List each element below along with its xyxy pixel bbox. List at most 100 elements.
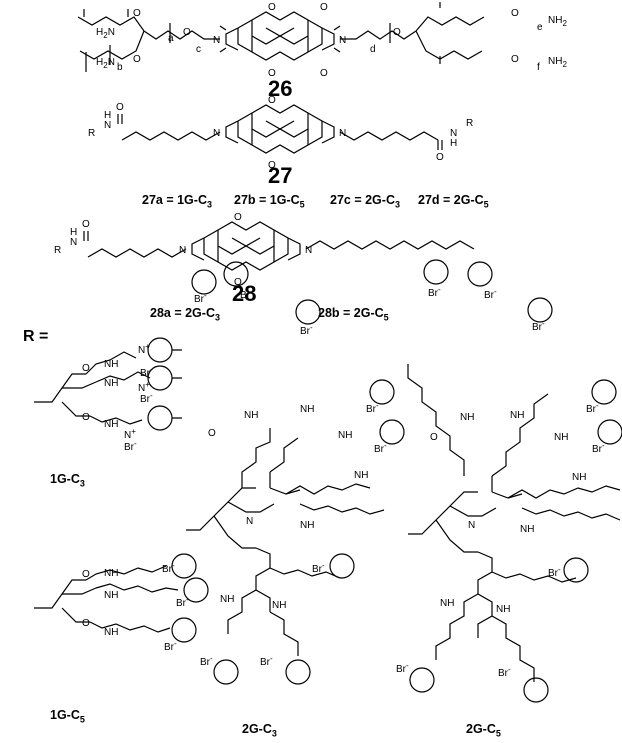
atom-br-minus: Br- <box>240 287 253 301</box>
atom-r: R <box>54 245 61 256</box>
atom-br-minus: Br- <box>194 291 207 305</box>
atom-o: O <box>268 160 276 171</box>
atom-o: O <box>268 2 276 13</box>
atom-o: O <box>320 68 328 79</box>
atom-n: N <box>305 245 312 256</box>
atom-br-minus: Br- <box>374 441 387 455</box>
atom-nh: NH <box>104 590 118 601</box>
repeat-index-f: f <box>537 62 540 73</box>
compound-label-26: 26 <box>268 76 293 101</box>
atom-n: N <box>339 128 346 139</box>
atom-nh: NH <box>104 378 118 389</box>
atom-h: H <box>70 227 77 238</box>
variant-27c: 27c = 2G-C3 <box>330 193 400 210</box>
variant-27a: 27a = 1G-C3 <box>142 193 212 210</box>
atom-o: O <box>208 428 216 439</box>
dendron-label-2g-c3: 2G-C3 <box>242 722 277 739</box>
atom-o: O <box>82 412 90 423</box>
atom-o: O <box>268 95 276 106</box>
compound-26-structure <box>77 2 485 72</box>
atom-o: O <box>511 8 519 19</box>
atom-nh: NH <box>300 404 314 415</box>
atom-nh: NH <box>104 568 118 579</box>
atom-nh: NH <box>300 520 314 531</box>
repeat-index-b: b <box>117 62 123 73</box>
atom-nh: N <box>450 128 457 139</box>
atom-nh: NH <box>460 412 474 423</box>
atom-n: N <box>213 128 220 139</box>
atom-n: N <box>179 245 186 256</box>
atom-n: N <box>213 35 220 46</box>
compound-27-structure <box>117 104 443 154</box>
atom-nh: N <box>104 120 111 131</box>
dendron-label-1g-c3: 1G-C3 <box>50 472 85 489</box>
atom-o: O <box>116 102 124 113</box>
atom-nh2: NH2 <box>548 56 567 69</box>
variant-28b: 28b = 2G-C5 <box>318 306 389 323</box>
atom-o: O <box>430 432 438 443</box>
repeat-index-a: a <box>168 33 174 44</box>
atom-n: N <box>468 520 475 531</box>
dendron-1g-c5-structure <box>34 553 209 643</box>
atom-n-plus: N+ <box>138 380 150 394</box>
atom-o: O <box>234 277 242 288</box>
repeat-index-d: d <box>370 44 376 55</box>
atom-o: O <box>511 54 519 65</box>
atom-br-minus: Br- <box>484 287 497 301</box>
atom-o: O <box>436 152 444 163</box>
atom-h2n: H2N <box>96 57 115 70</box>
atom-nh: NH <box>272 600 286 611</box>
variant-27d: 27d = 2G-C5 <box>418 193 489 210</box>
atom-nh: NH <box>496 604 510 615</box>
atom-nh: NH <box>440 598 454 609</box>
atom-br-minus: Br- <box>140 391 153 405</box>
atom-nh: NH <box>338 430 352 441</box>
atom-o: O <box>320 2 328 13</box>
atom-nh: NH <box>104 419 118 430</box>
dendron-1g-c3-structure <box>34 337 182 431</box>
atom-br-minus: Br- <box>200 654 213 668</box>
atom-nh: NH <box>220 594 234 605</box>
atom-o: O <box>133 54 141 65</box>
atom-h: H <box>104 110 111 121</box>
atom-r: R <box>466 118 473 129</box>
atom-br-minus: Br- <box>586 401 599 415</box>
atom-br-minus: Br- <box>162 561 175 575</box>
atom-n: N <box>246 516 253 527</box>
atom-o: O <box>82 618 90 629</box>
atom-h2n: H2N <box>96 27 115 40</box>
compound-label-28: 28 <box>232 281 257 306</box>
atom-o: O <box>82 219 90 230</box>
dendron-2g-c5-structure <box>407 259 622 703</box>
atom-nh: NH <box>104 359 118 370</box>
perylene-core-26 <box>237 11 323 61</box>
dendron-label-2g-c5: 2G-C5 <box>466 722 501 739</box>
atom-o: O <box>393 27 401 38</box>
atom-o: O <box>183 27 191 38</box>
atom-br-minus: Br- <box>498 665 511 679</box>
atom-nh2: NH2 <box>548 15 567 28</box>
atom-br-minus: Br- <box>300 323 313 337</box>
atom-nh: NH <box>572 472 586 483</box>
variant-27b: 27b = 1G-C5 <box>234 193 305 210</box>
dendron-label-1g-c5: 1G-C5 <box>50 708 85 725</box>
atom-br-minus: Br- <box>312 561 325 575</box>
atom-r: R <box>88 128 95 139</box>
atom-nh: NH <box>554 432 568 443</box>
atom-o: O <box>82 569 90 580</box>
atom-br-minus: Br- <box>592 441 605 455</box>
atom-o: O <box>133 8 141 19</box>
atom-br-minus: Br- <box>548 565 561 579</box>
atom-br-minus: Br- <box>124 439 137 453</box>
atom-br-minus: Br- <box>260 654 273 668</box>
atom-nh: NH <box>244 410 258 421</box>
r-group-label: R = <box>23 328 49 345</box>
atom-br-minus: Br- <box>428 285 441 299</box>
compound-label-27: 27 <box>268 163 293 188</box>
atom-br-minus: Br- <box>366 401 379 415</box>
repeat-index-e: e <box>537 22 543 33</box>
atom-o: O <box>82 363 90 374</box>
atom-n: N <box>339 35 346 46</box>
